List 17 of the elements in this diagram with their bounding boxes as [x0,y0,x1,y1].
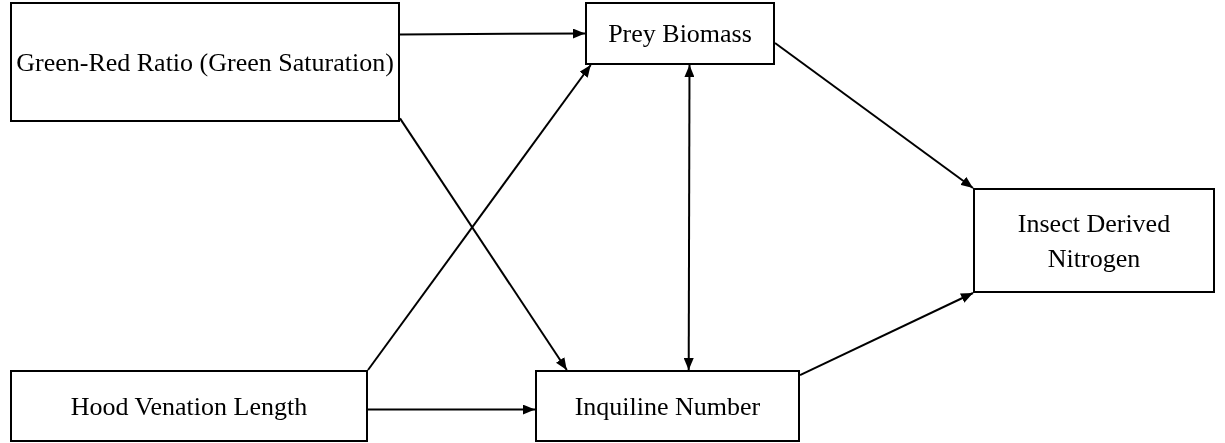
arrow [399,117,568,371]
node-label: Hood Venation Length [70,390,308,423]
variable-box [585,2,775,65]
node-label: Inquiline Number [574,390,761,423]
variable-box [535,370,800,442]
node-label: Insect Derived Nitrogen [1016,207,1172,275]
arrow [367,64,592,371]
arrow [774,41,974,189]
arrow [367,404,536,415]
arrow [399,28,586,39]
arrow [683,64,695,371]
node-label: Prey Biomass [608,18,752,50]
variable-box [10,2,400,122]
variable-box [10,370,368,442]
arrow [799,292,974,377]
variable-box [973,188,1215,293]
node-label: Green-Red Ratio (Green Saturation) [16,46,394,79]
